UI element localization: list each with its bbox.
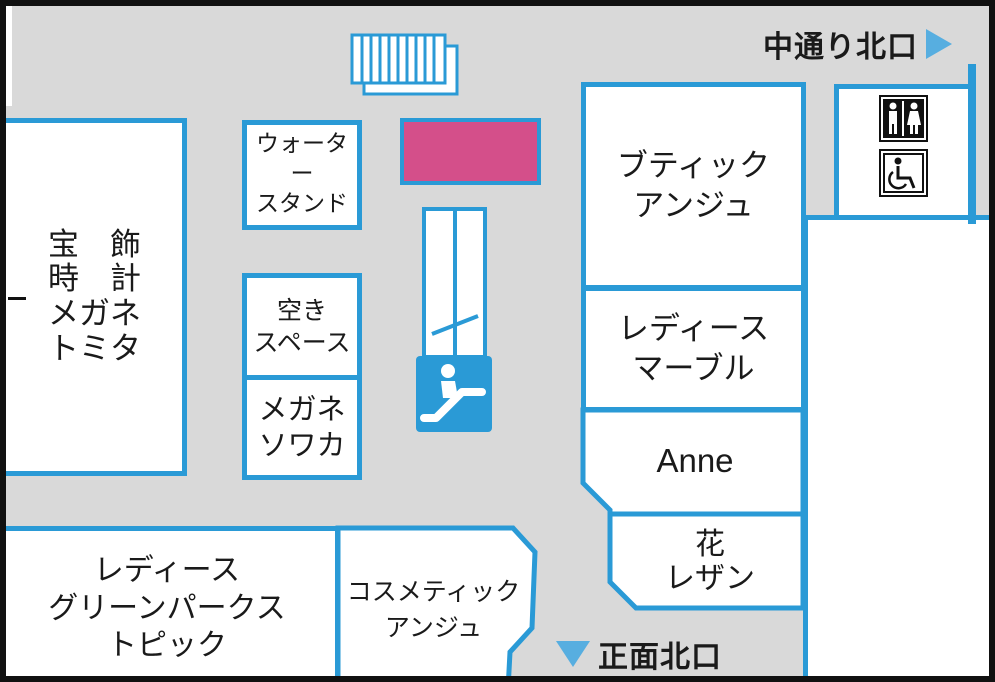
- name-line: グリーンパークス: [48, 590, 286, 626]
- shop-marble-name: レディースマーブル: [618, 309, 769, 390]
- exit-north-center-label: 中通り北口: [763, 30, 918, 65]
- shop-cosmetic-anju[interactable]: コスメティックアンジュ: [346, 560, 521, 660]
- entrance-mark: [8, 297, 26, 300]
- exit-front-north-label: 正面北口: [598, 640, 722, 675]
- right-arrow-icon: [926, 29, 952, 59]
- name-line: アンジュ: [633, 188, 754, 224]
- name-line: メガネ: [258, 392, 346, 427]
- name-line: アンジュ: [384, 613, 483, 642]
- name-line: コスメティック: [346, 576, 521, 606]
- shop-water-stand-name: ウォータースタンド: [247, 130, 357, 220]
- escalator-icon: [420, 364, 486, 422]
- shop-water-stand[interactable]: ウォータースタンド: [242, 120, 362, 230]
- name-line: 宝 飾: [48, 226, 141, 263]
- shop-anne-name: Anne: [656, 442, 733, 480]
- frame-notch: [6, 6, 12, 106]
- exit-front-north[interactable]: 正面北口: [556, 632, 722, 676]
- shop-vacant-space[interactable]: 空きスペース: [242, 273, 362, 380]
- down-arrow-icon: [556, 641, 590, 667]
- name-line: Anne: [656, 442, 734, 479]
- name-line: ウォーター: [256, 131, 348, 188]
- name-line: レディース: [617, 310, 770, 347]
- shop-sowaka[interactable]: メガネソワカ: [242, 375, 362, 480]
- name-line: メガネ: [48, 296, 141, 332]
- shop-anne[interactable]: Anne: [590, 415, 800, 507]
- name-line: ブティック: [616, 147, 771, 184]
- name-line: レザン: [665, 561, 755, 596]
- corridor-right: [803, 215, 995, 682]
- name-line: トミタ: [48, 330, 141, 367]
- name-line: ソワカ: [258, 427, 346, 462]
- shop-tomita[interactable]: 宝 飾時 計メガネトミタ: [0, 118, 187, 476]
- shop-hana-rezan-name: 花レザン: [665, 526, 755, 597]
- shop-tomita-name: 宝 飾時 計メガネトミタ: [48, 226, 141, 367]
- restroom-icon: [879, 95, 928, 142]
- name-line: 花: [695, 526, 725, 562]
- name-line: トピック: [106, 628, 227, 664]
- shop-vacant-space-name: 空きスペース: [253, 295, 350, 358]
- shop-hana-rezan[interactable]: 花レザン: [620, 518, 800, 606]
- shop-green-parks[interactable]: レディースグリーンパークストピック: [0, 526, 340, 682]
- name-line: レディース: [93, 553, 241, 589]
- exit-north-center[interactable]: 中通り北口: [763, 22, 952, 66]
- shop-boutique-anju-name: ブティックアンジュ: [617, 146, 770, 227]
- name-line: スペース: [253, 327, 351, 357]
- restroom-wall: [968, 64, 976, 224]
- shop-green-parks-name: レディースグリーンパークストピック: [48, 552, 286, 665]
- shop-cosmetic-anju-name: コスメティックアンジュ: [347, 574, 521, 647]
- name-line: マーブル: [632, 351, 755, 387]
- name-line: スタンド: [256, 190, 348, 217]
- shop-sowaka-name: メガネソワカ: [258, 392, 345, 463]
- name-line: 空き: [276, 296, 327, 326]
- highlight-area[interactable]: [400, 118, 541, 185]
- name-line: 時 計: [48, 261, 141, 298]
- wheelchair-accessible-icon: [879, 149, 928, 197]
